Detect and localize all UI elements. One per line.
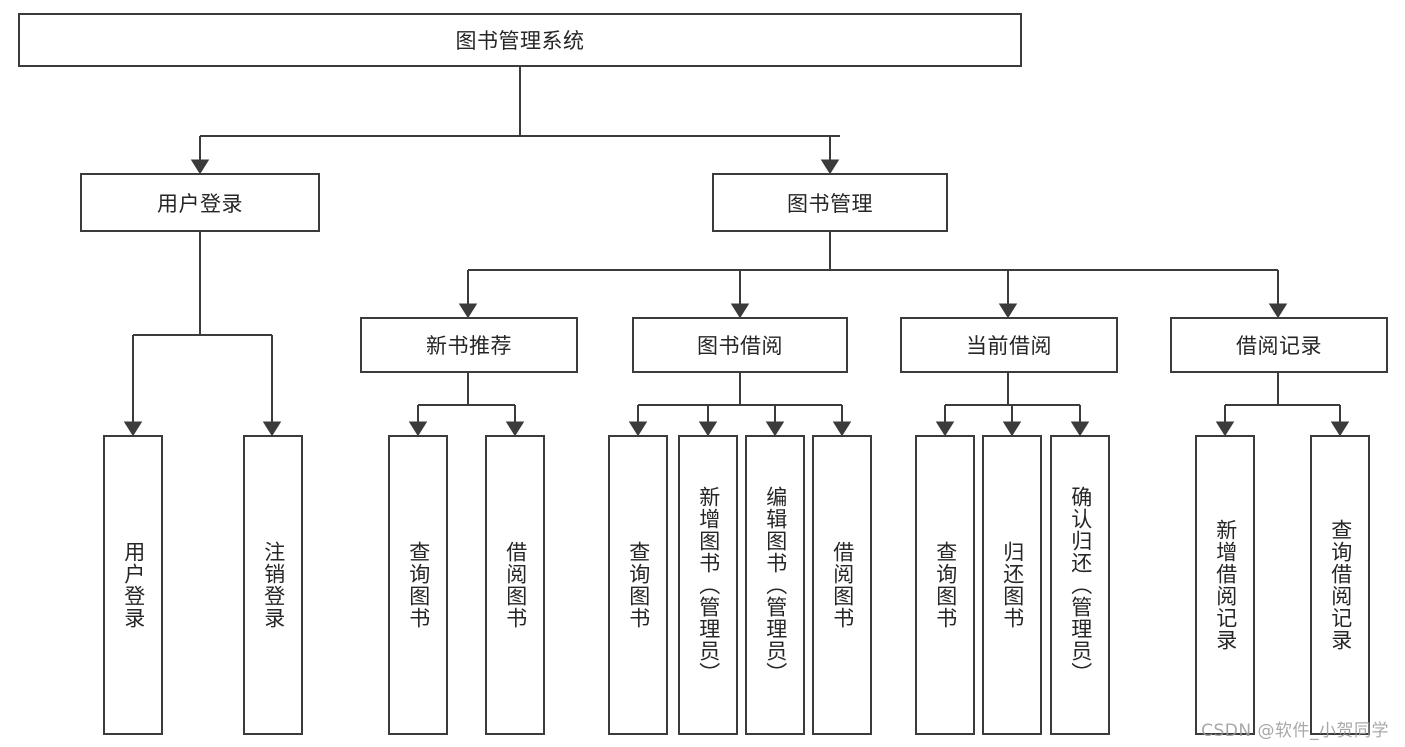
node-borrow-record-label: 借阅记录 <box>1236 334 1322 358</box>
node-leaf-br-add-record[interactable]: 新增借阅记录 <box>1195 435 1255 735</box>
node-leaf-bb-edit-book-label: 编辑图书（管理员） <box>763 486 788 684</box>
node-leaf-rec-query-book-label: 查询图书 <box>406 541 431 629</box>
node-book-borrow[interactable]: 图书借阅 <box>632 317 848 373</box>
node-leaf-bb-query-book-label: 查询图书 <box>626 541 651 629</box>
node-leaf-rec-query-book[interactable]: 查询图书 <box>388 435 448 735</box>
node-new-book-rec[interactable]: 新书推荐 <box>360 317 578 373</box>
node-user-login[interactable]: 用户登录 <box>80 173 320 232</box>
node-leaf-bb-add-book-label: 新增图书（管理员） <box>696 486 721 684</box>
node-borrow-record[interactable]: 借阅记录 <box>1170 317 1388 373</box>
node-leaf-br-query-record[interactable]: 查询借阅记录 <box>1310 435 1370 735</box>
node-leaf-br-query-record-label: 查询借阅记录 <box>1328 519 1353 651</box>
node-leaf-bb-borrow-book[interactable]: 借阅图书 <box>812 435 872 735</box>
node-new-book-rec-label: 新书推荐 <box>426 334 512 358</box>
node-leaf-rec-borrow-book-label: 借阅图书 <box>503 541 528 629</box>
node-leaf-bb-add-book[interactable]: 新增图书（管理员） <box>678 435 738 735</box>
node-leaf-cb-query-book[interactable]: 查询图书 <box>915 435 975 735</box>
node-leaf-user-logout[interactable]: 注销登录 <box>243 435 303 735</box>
node-leaf-cb-return-book[interactable]: 归还图书 <box>982 435 1042 735</box>
node-leaf-cb-query-book-label: 查询图书 <box>933 541 958 629</box>
node-current-borrow-label: 当前借阅 <box>966 334 1052 358</box>
node-leaf-rec-borrow-book[interactable]: 借阅图书 <box>485 435 545 735</box>
node-leaf-bb-query-book[interactable]: 查询图书 <box>608 435 668 735</box>
node-leaf-br-add-record-label: 新增借阅记录 <box>1213 519 1238 651</box>
node-leaf-user-login-label: 用户登录 <box>121 541 146 629</box>
node-leaf-bb-edit-book[interactable]: 编辑图书（管理员） <box>745 435 805 735</box>
node-leaf-cb-return-book-label: 归还图书 <box>1000 541 1025 629</box>
node-user-login-label: 用户登录 <box>157 191 243 216</box>
node-leaf-user-logout-label: 注销登录 <box>261 541 286 629</box>
node-leaf-bb-borrow-book-label: 借阅图书 <box>830 541 855 629</box>
node-leaf-cb-confirm-return-label: 确认归还（管理员） <box>1068 486 1093 684</box>
node-current-borrow[interactable]: 当前借阅 <box>900 317 1118 373</box>
node-leaf-cb-confirm-return[interactable]: 确认归还（管理员） <box>1050 435 1110 735</box>
node-book-manage[interactable]: 图书管理 <box>712 173 948 232</box>
node-root[interactable]: 图书管理系统 <box>18 13 1022 67</box>
node-leaf-user-login[interactable]: 用户登录 <box>103 435 163 735</box>
node-root-label: 图书管理系统 <box>455 29 585 53</box>
node-book-manage-label: 图书管理 <box>787 191 873 216</box>
node-book-borrow-label: 图书借阅 <box>697 334 783 358</box>
watermark: CSDN @软件_小贺同学 <box>1201 721 1389 741</box>
